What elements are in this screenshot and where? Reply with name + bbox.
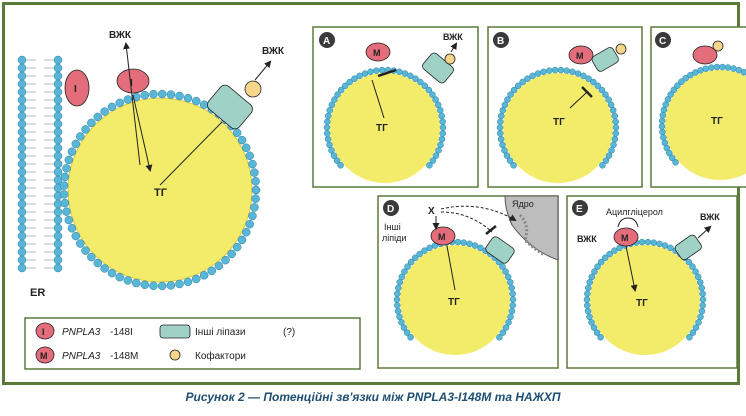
dna-strand xyxy=(518,213,546,257)
pnpla3-148m-c xyxy=(692,45,718,65)
lipase-d xyxy=(485,236,515,264)
i-label-droplet: I xyxy=(130,78,133,89)
cofactor-main xyxy=(244,80,262,98)
tg-label-e: ТГ xyxy=(636,298,648,309)
lipase-b xyxy=(591,47,619,72)
panel-a: A ТГ M ВЖК xyxy=(312,26,479,188)
tg-label-a: ТГ xyxy=(376,123,388,134)
main-diagram: ER ТГ I I ВЖК ВЖК xyxy=(17,30,285,299)
figure-caption: Рисунок 2 — Потенційні зв'язки між PNPLA… xyxy=(185,390,561,404)
legend-m148-italic: PNPLA3 xyxy=(62,351,101,362)
panel-d: Ядро D ТГ M X Інші ліпіди xyxy=(377,195,559,369)
cofactor-a xyxy=(444,53,456,65)
lipase-a xyxy=(422,52,454,84)
other-lipids-line-1: Інші xyxy=(384,222,401,232)
panel-a-label: A xyxy=(323,36,330,47)
legend-m-letter: M xyxy=(40,351,48,361)
vzhk-label-main-right: ВЖК xyxy=(262,46,285,57)
tg-label-c: ТГ xyxy=(711,116,723,127)
legend-i148-suffix: -148I xyxy=(110,327,133,338)
arrow-tg-to-vzhk xyxy=(123,42,141,166)
cofactor-c xyxy=(712,40,724,52)
tg-label-b: ТГ xyxy=(553,117,565,128)
legend-i-icon xyxy=(35,322,55,340)
inhibit-bar-b xyxy=(581,86,593,98)
acylglycerol-label: Ацилгліцерол xyxy=(606,207,663,217)
diagram-canvas: ER ТГ I I ВЖК ВЖК xyxy=(17,26,746,370)
pnpla3-148m-a xyxy=(365,42,391,62)
m-label-a: M xyxy=(373,48,381,58)
panel-b-label: B xyxy=(497,36,504,47)
panel-c: C ТГ xyxy=(650,26,746,188)
panel-b: B ТГ M xyxy=(487,26,643,188)
legend-question: (?) xyxy=(283,327,295,338)
arrow-e-right xyxy=(697,225,712,239)
m-to-tg-line-d xyxy=(446,245,456,291)
er-membrane xyxy=(17,55,63,273)
er-label: ER xyxy=(30,287,45,299)
inhibit-line-b xyxy=(569,91,588,109)
pnpla3-148i-er xyxy=(64,69,90,107)
figure-frame xyxy=(2,2,740,385)
panel-e: E ТГ M Ацилгліцерол ВЖК ВЖК xyxy=(566,195,738,369)
other-lipids-line-2: ліпіди xyxy=(382,233,406,243)
cofactor-b xyxy=(615,43,627,55)
panel-e-label: E xyxy=(576,204,583,215)
tg-label-main: ТГ xyxy=(154,187,168,199)
vzhk-label-e-right: ВЖК xyxy=(700,212,720,222)
x-to-nucleus-path xyxy=(440,205,517,221)
pnpla3-148m-b xyxy=(568,45,594,65)
vzhk-label-a: ВЖК xyxy=(443,32,463,42)
m-label-d: M xyxy=(438,232,446,242)
m-label-b: M xyxy=(576,51,584,61)
legend: I PNPLA3 -148I M PNPLA3 -148M Інші ліпаз… xyxy=(24,317,361,370)
x-label: X xyxy=(428,206,435,217)
m-label-e: M xyxy=(621,233,629,243)
arrow-main-vzhk-right xyxy=(254,60,272,81)
inhibit-bar-a xyxy=(377,68,397,78)
legend-i-letter: I xyxy=(42,327,45,337)
legend-cofactor-icon xyxy=(169,349,181,361)
acylglycerol-bracket xyxy=(617,217,639,228)
legend-m148-suffix: -148M xyxy=(110,351,138,362)
legend-cofactors: Кофактори xyxy=(195,350,246,362)
x-to-lipase-path xyxy=(440,211,493,233)
pnpla3-148i-droplet xyxy=(116,68,150,94)
vzhk-label-e-left: ВЖК xyxy=(577,234,597,244)
legend-m-icon xyxy=(35,346,55,364)
lipase-to-tg-line xyxy=(159,121,223,186)
droplet-monolayer xyxy=(59,89,261,291)
inhibit-line-a xyxy=(371,79,385,119)
panel-d-label: D xyxy=(387,204,394,215)
inhibit-bar-d xyxy=(485,225,497,235)
i-label-er: I xyxy=(74,84,77,95)
tg-label-d: ТГ xyxy=(448,297,460,308)
legend-other-lipases: Інші ліпази xyxy=(195,327,245,338)
nucleus xyxy=(504,195,559,261)
arrow-i-to-tg xyxy=(132,94,153,172)
legend-i148-italic: PNPLA3 xyxy=(62,327,101,338)
lipase-e xyxy=(674,234,702,261)
pnpla3-148m-d xyxy=(430,226,456,246)
arrow-a xyxy=(450,42,458,53)
vzhk-label-main-left: ВЖК xyxy=(109,30,132,41)
other-lipase-main xyxy=(207,84,253,130)
arrow-m-to-tg-e xyxy=(625,245,638,292)
nucleus-label: Ядро xyxy=(512,199,534,209)
legend-lipase-icon xyxy=(159,324,191,339)
panel-c-label: C xyxy=(659,36,666,47)
